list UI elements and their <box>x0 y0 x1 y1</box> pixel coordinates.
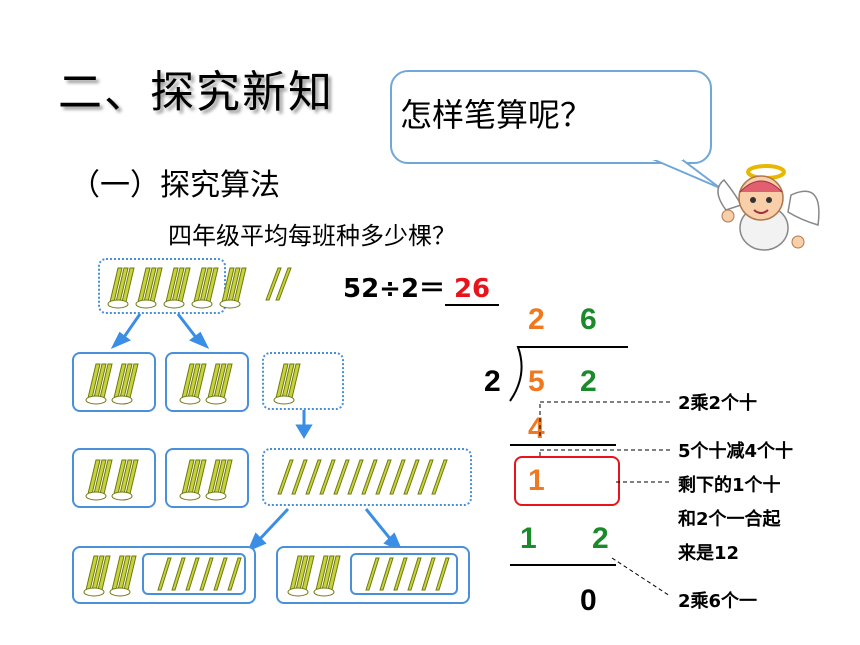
remainder-box <box>514 456 620 506</box>
final-remainder: 0 <box>580 584 597 617</box>
step1-product: 4 <box>528 412 545 445</box>
note-pointers <box>539 401 671 597</box>
note-3c: 来是12 <box>678 543 740 564</box>
group-tens-left-2 <box>72 448 156 508</box>
section-title: 二、探究新知 <box>58 67 334 118</box>
bundles-52 <box>107 267 292 309</box>
group-leftover <box>262 352 344 410</box>
row3-bundles <box>85 459 448 501</box>
equation-left: 52÷2＝ <box>343 274 446 304</box>
subtraction-line-2 <box>510 564 616 566</box>
equation-answer: 26 <box>445 274 500 306</box>
row2-bundles <box>85 363 301 405</box>
note-3b: 和2个一合起 <box>678 509 781 530</box>
remainder: 1 <box>528 464 545 497</box>
equation: 52÷2＝26 <box>343 268 500 306</box>
speech-bubble-text: 怎样笔算呢？ <box>400 96 593 134</box>
quotient-tens: 2 <box>528 303 545 336</box>
note-1: 2乘2个十 <box>678 393 758 414</box>
subsection-title: （一）探究算法 <box>70 168 280 203</box>
split-arrows <box>110 313 313 439</box>
dividend-ones: 2 <box>580 365 597 398</box>
step2-ones: 2 <box>592 522 609 555</box>
ones-box-left <box>142 553 246 595</box>
quotient-ones: 6 <box>580 303 597 336</box>
speech-bubble <box>390 70 712 164</box>
note-2: 5个十减4个十 <box>678 441 794 462</box>
angel-mascot-icon <box>717 164 820 251</box>
note-4: 2乘6个一 <box>678 591 758 612</box>
step2-tens: 1 <box>520 522 537 555</box>
note-3a: 剩下的1个十 <box>678 475 781 496</box>
question-text: 四年级平均每班种多少棵？ <box>168 222 456 250</box>
row4-bundles <box>83 555 450 597</box>
division-bracket <box>509 346 628 402</box>
split-arrows-2 <box>247 507 403 552</box>
subtraction-line-1 <box>510 444 616 446</box>
dividend-tens: 5 <box>528 365 545 398</box>
group-twelve-sticks <box>262 448 472 506</box>
ones-box-right <box>350 553 458 595</box>
divisor: 2 <box>484 365 501 398</box>
